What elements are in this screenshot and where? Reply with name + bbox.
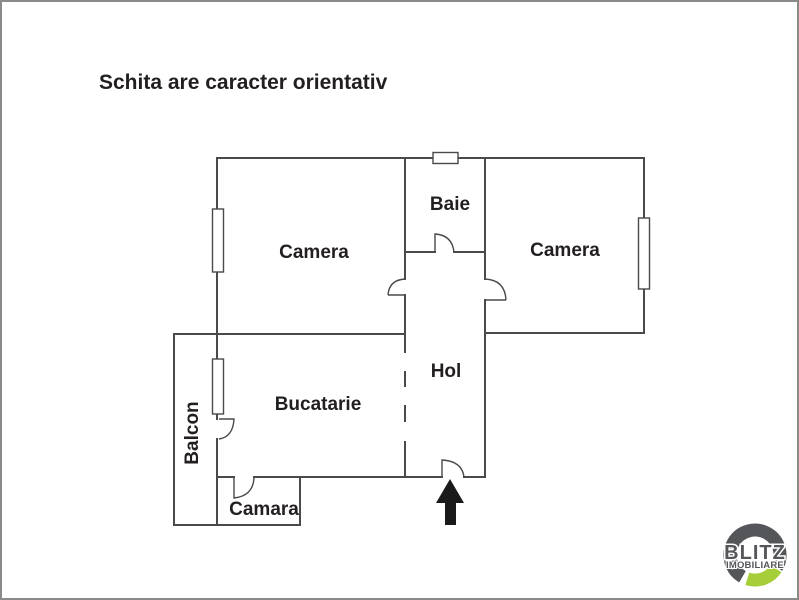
door-entrance <box>441 459 465 478</box>
room-label-camera-left: Camera <box>279 242 349 263</box>
entrance-arrow <box>436 479 464 525</box>
windows <box>211 151 651 415</box>
window-baie <box>432 151 459 165</box>
room-label-bucatarie: Bucatarie <box>275 394 362 415</box>
walls <box>173 157 645 526</box>
disclaimer-title: Schita are caracter orientativ <box>99 71 388 94</box>
room-label-hol: Hol <box>431 361 462 382</box>
doors <box>218 233 507 499</box>
room-label-camera-right: Camera <box>530 240 600 261</box>
door-camera-right <box>484 278 507 301</box>
logo-tagline-text: IMOBILIARE <box>726 560 784 571</box>
door-camara <box>233 477 255 499</box>
door-baie <box>434 233 455 253</box>
door-camera-left <box>387 278 406 296</box>
logo-ring-gray <box>723 523 787 583</box>
room-label-balcon: Balcon <box>182 401 203 464</box>
room-labels: Camera Baie Camera Hol Bucatarie Camara … <box>182 194 600 520</box>
room-label-baie: Baie <box>430 194 470 215</box>
door-balcon <box>218 418 235 440</box>
window-balcon <box>211 358 225 415</box>
room-label-camara: Camara <box>229 499 299 520</box>
logo-ring-green <box>745 564 782 587</box>
window-camera-right <box>637 217 651 290</box>
window-camera-left <box>211 208 225 273</box>
blitz-logo: BLITZ IMOBILIARE <box>723 523 787 587</box>
logo-name-text: BLITZ <box>724 542 786 564</box>
